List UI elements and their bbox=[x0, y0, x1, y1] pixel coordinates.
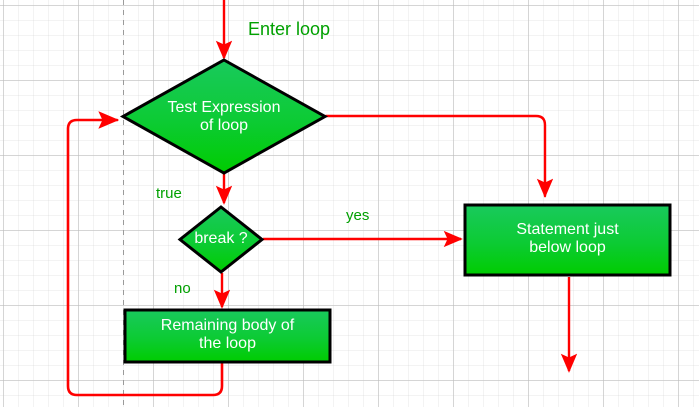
node-test-expression[interactable] bbox=[119, 58, 329, 175]
edge-label-true: true bbox=[156, 185, 182, 202]
edge-label-no: no bbox=[174, 280, 191, 297]
node-statement-below-loop[interactable] bbox=[463, 203, 672, 277]
enter-loop-title: Enter loop bbox=[248, 19, 331, 39]
node-remaining-body[interactable] bbox=[123, 308, 332, 364]
node-break-check[interactable] bbox=[177, 205, 265, 274]
edge-false-to-statement bbox=[324, 114, 554, 198]
edge-loop-back bbox=[66, 111, 224, 397]
edge-label-yes: yes bbox=[346, 207, 370, 224]
